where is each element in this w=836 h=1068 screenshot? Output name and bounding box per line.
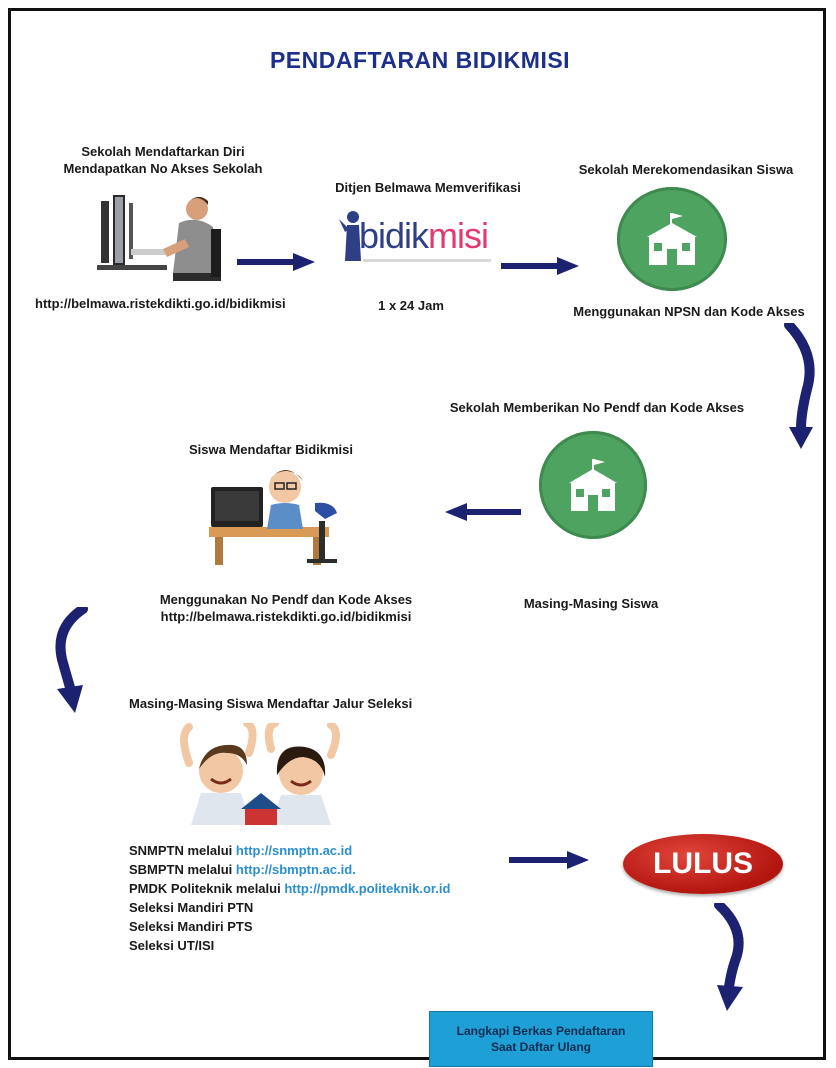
computer-user-icon	[93, 189, 233, 294]
school-building-icon-2	[539, 431, 647, 539]
arrow-right-2	[501, 255, 581, 277]
arrow-left	[443, 501, 523, 523]
selection-item-ut-isi: Seleksi UT/ISI	[129, 938, 215, 953]
curved-arrow-down-left	[47, 607, 93, 717]
pmdk-link[interactable]: http://pmdk.politeknik.or.id	[284, 881, 451, 896]
curved-arrow-down-final	[711, 903, 751, 1013]
diagram-frame: PENDAFTARAN BIDIKMISI Sekolah Mendaftark…	[8, 8, 826, 1067]
school-register-line1: Sekolah Mendaftarkan Diri	[81, 144, 245, 159]
selection-label: Masing-Masing Siswa Mendaftar Jalur Sele…	[129, 696, 413, 711]
ditjen-duration: 1 x 24 Jam	[378, 298, 444, 313]
page-title: PENDAFTARAN BIDIKMISI	[269, 47, 571, 73]
school-recommend-label: Sekolah Merekomendasikan Siswa	[578, 162, 794, 177]
selection-item-sbmptn: SBMPTN melalui http://sbmptn.ac.id.	[129, 862, 356, 877]
snmptn-link[interactable]: http://snmptn.ac.id	[235, 843, 353, 858]
selection-item-pmdk: PMDK Politeknik melalui http://pmdk.poli…	[129, 881, 451, 896]
selection-item-mandiri-pts: Seleksi Mandiri PTS	[129, 919, 253, 934]
school-register-label: Sekolah Mendaftarkan Diri Mendapatkan No…	[43, 143, 283, 177]
student-at-desk-icon	[207, 463, 347, 572]
student-register-caption-line1: Menggunakan No Pendf dan Kode Akses	[159, 592, 413, 607]
final-step-line2: Saat Daftar Ulang	[490, 1040, 592, 1054]
student-register-caption: Menggunakan No Pendf dan Kode Akses http…	[111, 591, 461, 625]
arrow-right-3	[509, 849, 591, 871]
selection-item-mandiri-ptn: Seleksi Mandiri PTN	[129, 900, 254, 915]
curved-arrow-down-right	[781, 323, 821, 453]
bidik-logo-tagline-bar	[363, 259, 491, 262]
student-register-label: Siswa Mendaftar Bidikmisi	[189, 442, 353, 457]
lulus-badge: LULUS	[623, 834, 783, 894]
selection-list: SNMPTN melalui http://snmptn.ac.id SBMPT…	[129, 841, 549, 955]
bidik-logo-accent: misi	[428, 215, 489, 256]
cheering-students-icon	[171, 719, 361, 832]
student-register-caption-line2[interactable]: http://belmawa.ristekdikti.go.id/bidikmi…	[160, 609, 412, 624]
sbmptn-link[interactable]: http://sbmptn.ac.id.	[235, 862, 356, 877]
school-register-line2: Mendapatkan No Akses Sekolah	[63, 161, 263, 176]
bidik-logo-main: bidik	[359, 215, 429, 256]
selection-item-snmptn: SNMPTN melalui http://snmptn.ac.id	[129, 843, 353, 858]
school-register-url[interactable]: http://belmawa.ristekdikti.go.id/bidikmi…	[35, 296, 286, 311]
school-give-code-label: Sekolah Memberikan No Pendf dan Kode Aks…	[449, 400, 745, 415]
final-step-line1: Langkapi Berkas Pendaftaran	[456, 1024, 626, 1038]
ditjen-verify-label: Ditjen Belmawa Memverifikasi	[335, 180, 521, 195]
arrow-right-1	[237, 251, 317, 273]
bidikmisi-logo: bidikmisi	[337, 207, 497, 273]
school-give-code-caption: Masing-Masing Siswa	[523, 596, 659, 611]
school-recommend-caption: Menggunakan NPSN dan Kode Akses	[573, 304, 805, 319]
final-step-box: Langkapi Berkas Pendaftaran Saat Daftar …	[429, 1011, 653, 1067]
school-building-icon-1	[617, 187, 727, 291]
